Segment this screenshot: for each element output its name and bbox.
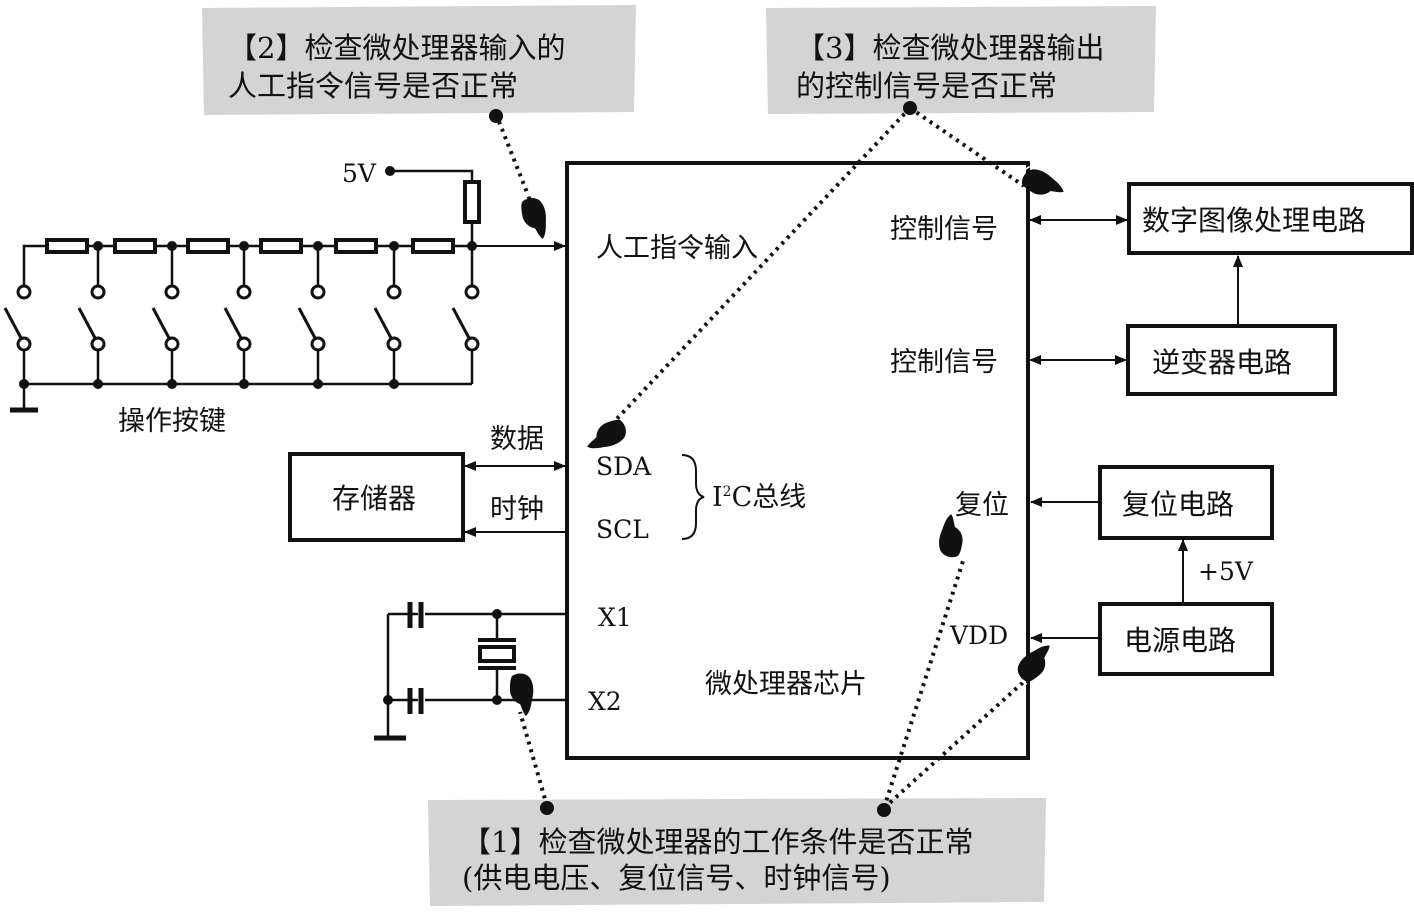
wire	[22, 244, 36, 286]
pointing-hand-icon	[509, 670, 535, 717]
junction-dot	[93, 241, 103, 251]
key-switch-lever	[151, 307, 171, 339]
microprocessor-chip	[565, 161, 1030, 760]
junction-dot	[313, 241, 323, 251]
inverter-block	[1126, 324, 1337, 396]
junction-dot	[239, 241, 249, 251]
digital-image-processing-block	[1127, 182, 1414, 255]
pin-label-reset: 复位	[955, 490, 1009, 521]
switch-terminal	[90, 336, 106, 352]
i2c-brace	[681, 454, 705, 540]
pin-label-vdd: VDD	[949, 621, 1008, 650]
power-circuit-block	[1098, 602, 1274, 676]
pointer-note1-to-vdd	[882, 674, 1032, 810]
wire	[390, 169, 474, 182]
keypad-circuit	[3, 166, 481, 413]
memory-block	[288, 452, 465, 542]
pin-label-sda: SDA	[596, 452, 652, 481]
switch-terminal	[386, 336, 402, 352]
pointer-note3-to-control	[908, 106, 1026, 188]
note-2-line-2: 人工指令信号是否正常	[228, 69, 518, 103]
note-3-check-output: 【3】检查微处理器输出 的控制信号是否正常	[766, 6, 1156, 114]
switch-terminal	[236, 284, 252, 300]
memory-label: 存储器	[332, 482, 416, 515]
key-switch-lever	[297, 307, 317, 339]
resistor	[113, 238, 157, 254]
key-switch-lever	[373, 307, 393, 339]
pointer-anchor-dot	[540, 801, 554, 815]
supply-terminal	[385, 166, 395, 176]
inverter-label: 逆变器电路	[1152, 346, 1292, 379]
pointing-hand-icon	[580, 415, 633, 455]
power-rail-label: +5V	[1198, 557, 1254, 586]
junction-dot	[383, 695, 393, 705]
junction-dot	[389, 241, 399, 251]
switch-terminal	[464, 336, 480, 352]
supply-5v-label: 5V	[342, 159, 377, 188]
digital-image-processing-label: 数字图像处理电路	[1142, 204, 1366, 237]
chip-title: 微处理器芯片	[705, 669, 867, 700]
pin-label-manual-input: 人工指令输入	[596, 233, 758, 264]
pointer-note2-to-input	[494, 113, 532, 201]
switch-terminal	[164, 336, 180, 352]
key-switch-lever	[3, 307, 23, 339]
pin-label-x1: X1	[598, 603, 632, 632]
key-switch-lever	[451, 307, 471, 339]
reset-circuit-block	[1098, 465, 1274, 540]
clock-line-label: 时钟	[490, 494, 544, 525]
switch-terminal	[386, 284, 402, 300]
switch-terminal	[310, 284, 326, 300]
junction-dot	[167, 241, 177, 251]
switch-terminal	[464, 284, 480, 300]
switch-terminal	[310, 336, 326, 352]
data-line-label: 数据	[490, 424, 544, 455]
note-1-check-conditions: 【1】检查微处理器的工作条件是否正常 (供电电压、复位信号、时钟信号)	[428, 798, 1046, 906]
junction-dot	[492, 609, 502, 619]
switch-terminal	[236, 336, 252, 352]
note-3-line-1: 【3】检查微处理器输出	[796, 31, 1104, 65]
pin-label-control-2: 控制信号	[890, 347, 998, 378]
reset-circuit-label: 复位电路	[1122, 488, 1234, 521]
switch-terminal	[164, 284, 180, 300]
switch-terminal	[90, 284, 106, 300]
crystal-oscillator-circuit	[374, 602, 567, 741]
note-2-check-input: 【2】检查微处理器输入的 人工指令信号是否正常	[202, 5, 636, 115]
resistor	[186, 238, 230, 254]
pull-up-resistor	[463, 180, 481, 224]
pointing-hand-icon	[1009, 639, 1061, 688]
pointer-note1-to-x2	[518, 711, 549, 807]
resistor	[334, 238, 378, 254]
power-circuit-label: 电源电路	[1124, 624, 1236, 657]
key-switch-lever	[223, 307, 243, 339]
resistor	[259, 238, 303, 254]
pin-label-x2: X2	[588, 687, 622, 716]
note-1-line-1: 【1】检查微处理器的工作条件是否正常	[462, 825, 973, 859]
pin-label-control-1: 控制信号	[890, 214, 998, 245]
resistor	[45, 238, 89, 254]
pointing-hand-icon	[518, 192, 551, 243]
key-switch-lever	[77, 307, 97, 339]
i2c-bus-label: I2C总线	[712, 482, 806, 513]
note-1-line-2: (供电电压、复位信号、时钟信号)	[462, 861, 891, 895]
pointing-hand-icon	[1015, 162, 1069, 207]
pointer-anchor-dot	[903, 101, 917, 115]
note-3-line-2: 的控制信号是否正常	[796, 69, 1057, 103]
pointer-note1-to-reset	[882, 557, 966, 809]
switch-terminal	[16, 284, 32, 300]
pointer-note3-to-sda	[610, 106, 912, 426]
switch-terminal	[16, 336, 32, 352]
pointer-anchor-dot	[877, 803, 891, 817]
resistor	[411, 238, 455, 254]
pin-label-scl: SCL	[596, 515, 649, 544]
junction-dot	[492, 695, 502, 705]
note-2-line-1: 【2】检查微处理器输入的	[228, 31, 565, 65]
keypad-label: 操作按键	[118, 406, 226, 437]
pointer-anchor-dot	[489, 109, 503, 123]
